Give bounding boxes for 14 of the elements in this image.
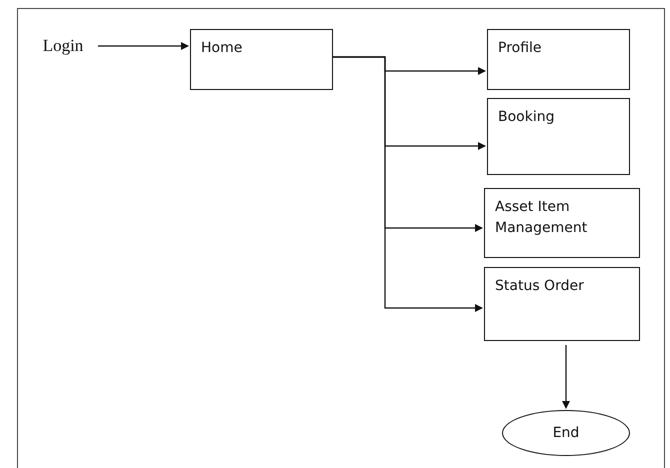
box-label: End <box>552 424 580 442</box>
arrow <box>333 56 483 312</box>
box-label: Status Order <box>495 277 584 296</box>
process-box <box>190 29 333 90</box>
box-label: Asset Item Management <box>495 198 588 238</box>
process-box <box>484 188 640 258</box>
process-box <box>487 29 630 90</box>
box-label: Profile <box>498 39 542 58</box>
arrow <box>98 42 189 50</box>
box-label: Home <box>201 39 242 58</box>
arrow <box>562 345 570 409</box>
process-box <box>484 267 640 341</box>
process-box <box>487 98 630 175</box>
box-label: Booking <box>498 108 554 127</box>
